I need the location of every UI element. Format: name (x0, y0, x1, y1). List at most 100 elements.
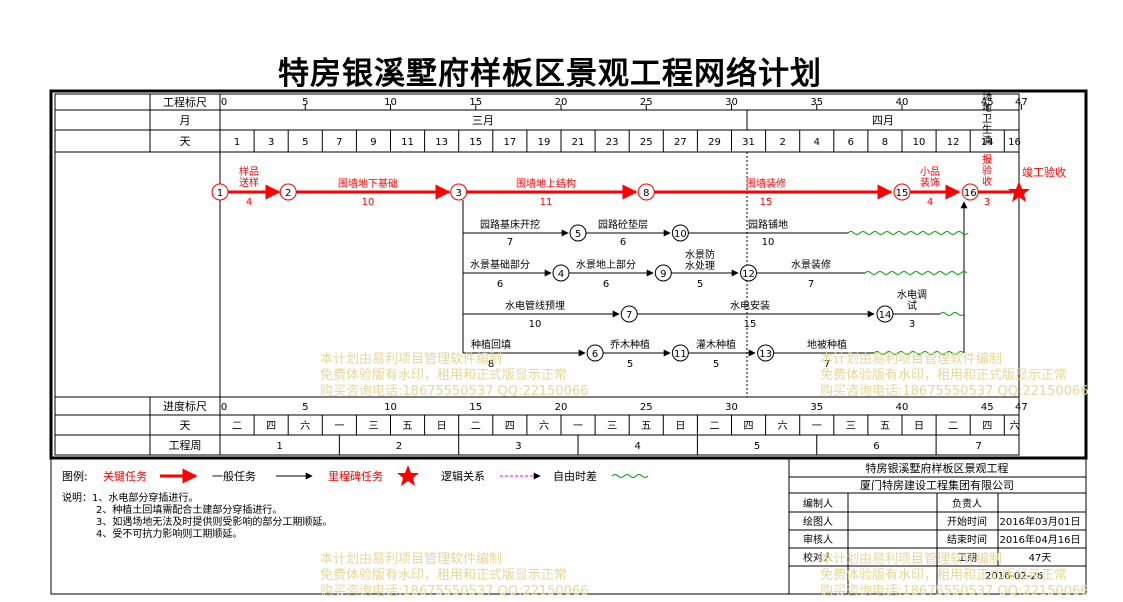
week-label: 6 (873, 441, 879, 452)
node-circle (569, 224, 587, 242)
task-name: 验 (982, 164, 992, 177)
node-label: 2 (285, 188, 291, 199)
weekday-label: 一 (573, 421, 583, 432)
node-label: 10 (674, 229, 687, 240)
task-duration: 5 (713, 359, 719, 370)
task-name: 水电调 (897, 288, 927, 301)
day-label: 6 (848, 137, 854, 148)
info-project: 特房银溪墅府样板区景观工程 (866, 461, 1009, 475)
node-label: 6 (592, 349, 598, 360)
weekday-label: 一 (334, 421, 344, 432)
day-label: 4 (814, 137, 820, 148)
page-title: 特房银溪墅府样板区景观工程网络计划 (278, 56, 822, 92)
day-label: 5 (302, 137, 308, 148)
node-label: 12 (742, 269, 755, 280)
normal-tasks (462, 200, 968, 357)
tick-label: 40 (896, 97, 909, 108)
tick-label: 5 (302, 402, 308, 413)
task-name: 园路基床开挖 (480, 218, 540, 231)
weekday-row: 二四六一三五日二四六一三五日二四六一三五日二四六 (232, 415, 1020, 435)
note-2: 2、种植土回填需配合土建部分穿插进行。 (96, 503, 282, 516)
info-cell: 校对人 (803, 551, 833, 564)
info-cell: 审核人 (803, 533, 833, 546)
legend-float-wave (611, 474, 649, 478)
task-name: 清 (982, 134, 992, 147)
node-label: 1 (217, 188, 223, 199)
info-cell: 编制人 (803, 497, 833, 510)
legend-milestone: 里程碑任务 (328, 470, 383, 483)
node-label: 7 (626, 310, 632, 321)
task-duration: 3 (909, 319, 915, 330)
day-label: 25 (640, 137, 653, 148)
task-name: 围墙地下基础 (338, 177, 398, 190)
task-name: 场 (982, 90, 992, 103)
label-progress: 进度标尺 (163, 399, 207, 413)
node-label: 13 (759, 349, 772, 360)
node-circle (740, 264, 758, 282)
tick-label: 0 (221, 402, 227, 413)
info-cell: 负责人 (952, 497, 982, 510)
day-label: 3 (268, 137, 274, 148)
node-label: 3 (456, 188, 462, 199)
day-label: 11 (401, 137, 414, 148)
tick-label: 10 (384, 402, 397, 413)
tick-label: 5 (302, 97, 308, 108)
node-circle (876, 305, 894, 323)
day-label: 2 (779, 137, 785, 148)
tick-label: 47 (1015, 402, 1028, 413)
legend-normal: 一般任务 (212, 470, 256, 483)
node-circle (671, 344, 689, 362)
week-label: 5 (754, 441, 760, 452)
legend-logic: 逻辑关系 (441, 469, 485, 483)
thin-frame (54, 93, 1020, 456)
top-scale-grid (55, 94, 1019, 153)
legend-critical: 关键任务 (103, 469, 147, 483)
week-label: 2 (396, 441, 402, 452)
day-label: 1 (234, 137, 240, 148)
tick-label: 40 (896, 402, 909, 413)
node-circle (279, 183, 297, 201)
weekday-label: 四 (505, 421, 515, 432)
info-table (788, 457, 1087, 595)
node-circle (893, 183, 911, 201)
label-month: 月 (180, 114, 191, 127)
weekday-label: 三 (607, 421, 617, 432)
month-april: 四月 (872, 114, 894, 127)
weekday-label: 二 (709, 421, 719, 432)
tick-label: 45 (981, 97, 994, 108)
task-duration: 5 (697, 279, 703, 290)
node-label: 15 (896, 188, 909, 199)
weekday-label: 六 (539, 420, 549, 432)
weekday-label: 日 (675, 421, 685, 432)
info-cell: 工期 (957, 552, 977, 564)
task-name: 水电安装 (730, 299, 770, 312)
week-label: 3 (515, 441, 521, 452)
task-name: 地被种植 (807, 338, 847, 351)
milestone-star-icon (1008, 181, 1030, 202)
node-label: 4 (558, 269, 564, 280)
node-circle (211, 183, 229, 201)
day-label: 12 (947, 137, 960, 148)
tick-label: 15 (469, 97, 482, 108)
tick-label: 35 (810, 402, 823, 413)
tick-label: 15 (469, 402, 482, 413)
weekday-label: 一 (812, 421, 822, 432)
node-circle (961, 183, 979, 201)
weekday-label: 二 (471, 421, 481, 432)
task-duration: 10 (762, 237, 775, 248)
legend-label: 图例: (62, 469, 88, 483)
task-name: 水景防 (685, 248, 715, 261)
day-label: 10 (913, 137, 926, 148)
task-name: 水景装修 (791, 258, 831, 271)
day-label: 7 (336, 137, 342, 148)
week-label: 4 (635, 441, 641, 452)
milestone-label: 竣工验收 (1022, 165, 1066, 179)
node-circle (654, 264, 672, 282)
week-label: 7 (976, 441, 982, 452)
task-duration: 15 (760, 197, 773, 208)
weekday-label: 五 (403, 421, 413, 432)
